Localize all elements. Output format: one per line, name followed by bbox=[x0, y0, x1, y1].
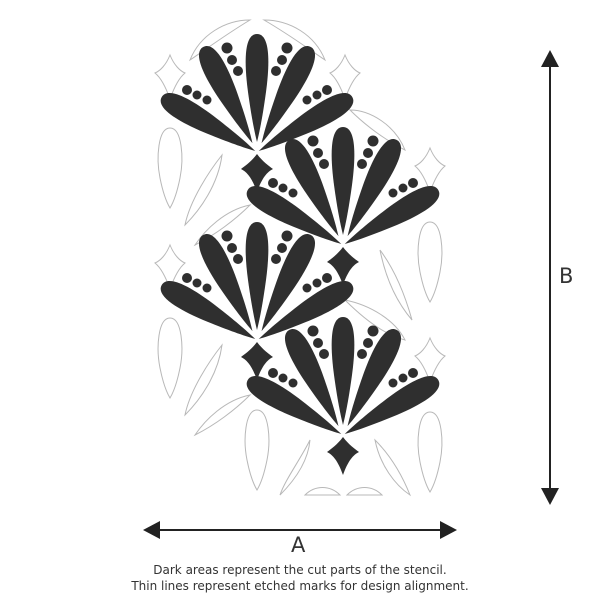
dimension-arrow-height bbox=[541, 50, 559, 505]
etched-marks bbox=[154, 19, 446, 497]
fan-motif bbox=[242, 317, 444, 475]
height-label: B bbox=[559, 264, 574, 288]
stencil-cut-areas bbox=[156, 34, 444, 475]
caption-line-2: Thin lines represent etched marks for de… bbox=[131, 579, 469, 593]
fan-motif bbox=[156, 34, 358, 192]
width-label: A bbox=[291, 533, 306, 557]
caption-line-1: Dark areas represent the cut parts of th… bbox=[153, 563, 447, 577]
dimension-arrow-width bbox=[143, 521, 457, 539]
